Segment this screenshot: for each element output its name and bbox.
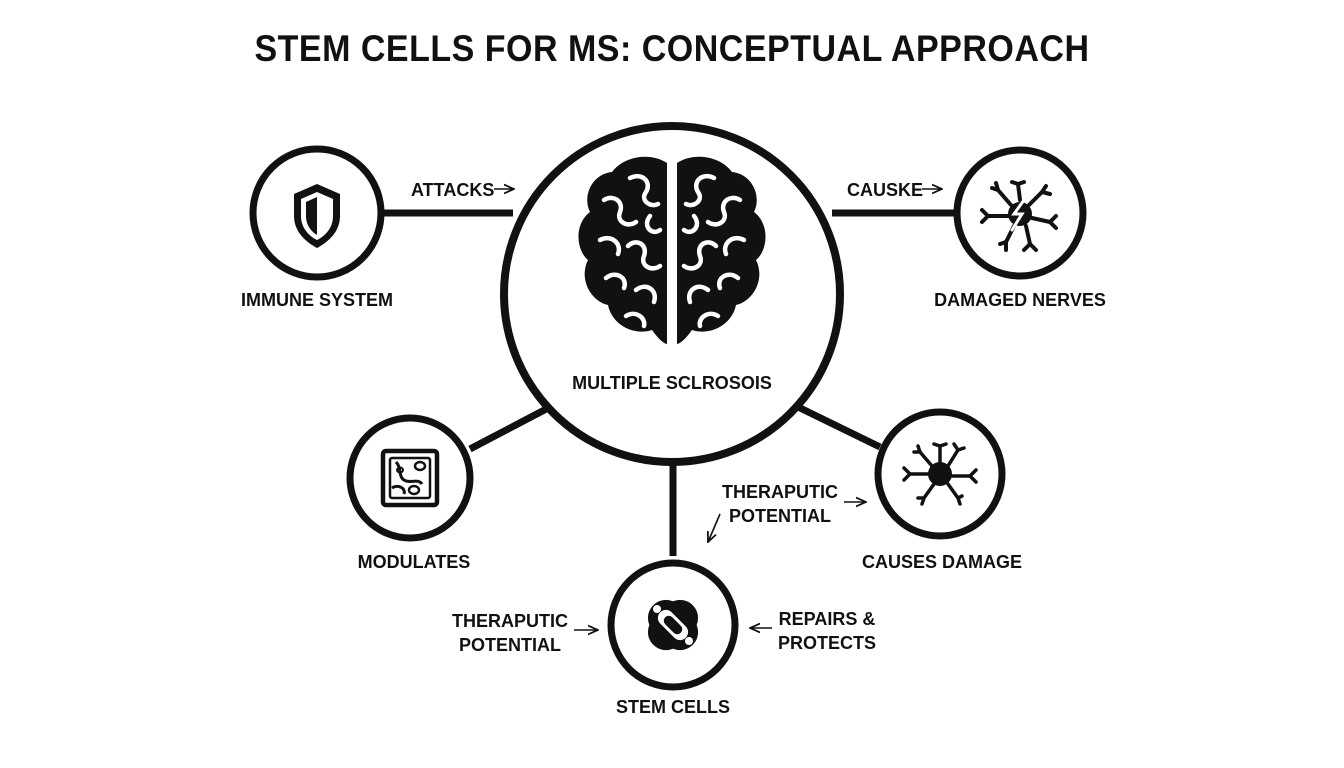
neuron-icon xyxy=(902,442,978,506)
edge-center-causes xyxy=(794,402,882,451)
brain-icon xyxy=(578,156,766,344)
modulates-node xyxy=(346,414,474,542)
diagram-title: STEM CELLS FOR MS: CONCEPTUAL APPROACH xyxy=(254,28,1090,70)
edge-label-therapeutic-left-line2: POTENTIAL xyxy=(459,635,561,655)
stem-cells-label: STEM CELLS xyxy=(615,697,730,717)
edge-label-repairs-line1: REPAIRS & xyxy=(778,609,876,629)
damaged-nerves-label: DAMAGED NERVES xyxy=(934,290,1106,310)
edge-label-repairs-line2: PROTECTS xyxy=(777,633,876,653)
edge-label-attacks: ATTACKS xyxy=(411,180,495,200)
stem-cell-icon xyxy=(637,589,709,661)
damaged-neuron-icon xyxy=(980,180,1058,252)
causes-damage-label: CAUSES DAMAGE xyxy=(861,552,1022,572)
modulates-label: MODULATES xyxy=(357,552,471,572)
edge-modulates-center xyxy=(468,402,554,453)
immune-system-label: IMMUNE SYSTEM xyxy=(240,290,393,310)
arrow-therapeutic-down xyxy=(708,513,721,542)
edge-label-causke: CAUSKE xyxy=(847,180,924,200)
center-node xyxy=(500,122,844,466)
edge-label-repairs: REPAIRS & PROTECTS xyxy=(772,607,882,655)
edge-label-therapeutic-right-line1: THERAPUTIC xyxy=(722,482,838,502)
edge-label-therapeutic-left: THERAPUTIC POTENTIAL xyxy=(450,609,570,657)
edge-label-therapeutic-left-line1: THERAPUTIC xyxy=(452,611,568,631)
shield-icon xyxy=(294,184,340,248)
edge-label-therapeutic-right-line2: POTENTIAL xyxy=(729,506,831,526)
center-label: MULTIPLE SCLROSOIS xyxy=(572,373,772,393)
edge-label-therapeutic-right: THERAPUTIC POTENTIAL xyxy=(720,480,840,528)
cell-grid-icon xyxy=(380,448,440,508)
